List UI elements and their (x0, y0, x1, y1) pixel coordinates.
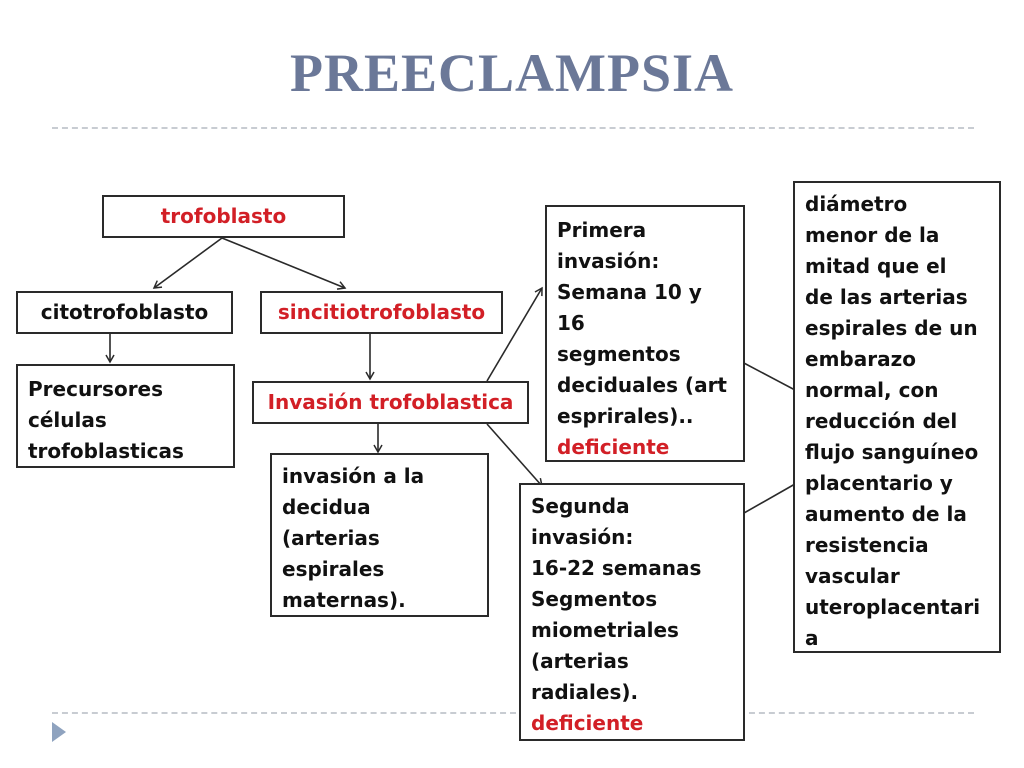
text-line: reducción del (805, 409, 958, 433)
text-line: Semana 10 y (557, 280, 702, 304)
text-line: invasión: (531, 525, 634, 549)
node-sincitiotrofoblasto-label: sincitiotrofoblasto (277, 300, 486, 324)
arrow-trofo-cito (152, 237, 223, 289)
text-line: (arterias (531, 649, 629, 673)
arrow-trofo-sinc (221, 237, 347, 290)
text-line: espirales (282, 557, 385, 581)
text-line: vascular (805, 564, 900, 588)
deficiente-label: deficiente (557, 435, 670, 459)
node-sincitiotrofoblasto: sincitiotrofoblasto (260, 291, 503, 334)
text-line: de las arterias (805, 285, 968, 309)
node-segunda-invasion: Segunda invasión: 16-22 semanas Segmento… (519, 483, 745, 741)
text-line: segmentos (557, 342, 681, 366)
text-line: placentario y (805, 471, 953, 495)
text-line: a (805, 626, 819, 650)
line-primera-diametro (741, 361, 796, 391)
page-title: PREECLAMPSIA (289, 43, 735, 103)
text-line: trofoblasticas (28, 439, 184, 463)
text-line: Segmentos (531, 587, 658, 611)
text-line: menor de la (805, 223, 940, 247)
text-line: flujo sanguíneo (805, 440, 979, 464)
text-line: uteroplacentari (805, 595, 981, 619)
text-line: Precursores (28, 377, 164, 401)
text-line: 16-22 semanas (531, 556, 702, 580)
arrow-invasion-primera (486, 286, 543, 382)
text-line: espirales de un (805, 316, 978, 340)
text-line: resistencia (805, 533, 929, 557)
node-diametro: diámetro menor de la mitad que el de las… (793, 181, 1001, 653)
text-line: deciduales (art (557, 373, 727, 397)
text-line: decidua (282, 495, 371, 519)
bottom-divider (52, 712, 974, 714)
text-line: esprirales).. (557, 404, 694, 428)
text-line: miometriales (531, 618, 679, 642)
text-line: (arterias (282, 526, 380, 550)
text-line: invasión: (557, 249, 660, 273)
arrow-invasion-segunda (486, 423, 544, 488)
text-line: diámetro (805, 192, 908, 216)
node-citotrofoblasto: citotrofoblasto (16, 291, 233, 334)
text-line: mitad que el (805, 254, 947, 278)
node-invasion-trofoblastica-label: Invasión trofoblastica (267, 390, 514, 414)
node-invasion-decidua: invasión a la decidua (arterias espirale… (270, 453, 489, 617)
text-line: invasión a la (282, 464, 425, 488)
text-line: células (28, 408, 107, 432)
text-line: 16 (557, 311, 585, 335)
text-line: radiales). (531, 680, 639, 704)
node-primera-invasion: Primera invasión: Semana 10 y 16 segment… (545, 205, 745, 462)
node-trofoblasto-label: trofoblasto (160, 204, 287, 228)
text-line: Segunda (531, 494, 630, 518)
text-line: Primera (557, 218, 647, 242)
node-precursores: Precursores células trofoblasticas (16, 364, 235, 468)
deficiente-label: deficiente (531, 711, 644, 735)
play-triangle-icon[interactable] (52, 722, 66, 742)
text-line: aumento de la (805, 502, 967, 526)
top-divider (52, 127, 974, 129)
node-invasion-trofoblastica: Invasión trofoblastica (252, 381, 529, 424)
node-citotrofoblasto-label: citotrofoblasto (40, 300, 209, 324)
text-line: embarazo (805, 347, 916, 371)
text-line: normal, con (805, 378, 939, 402)
text-line: maternas). (282, 588, 406, 612)
line-segunda-diametro (736, 483, 796, 518)
node-trofoblasto: trofoblasto (102, 195, 345, 238)
